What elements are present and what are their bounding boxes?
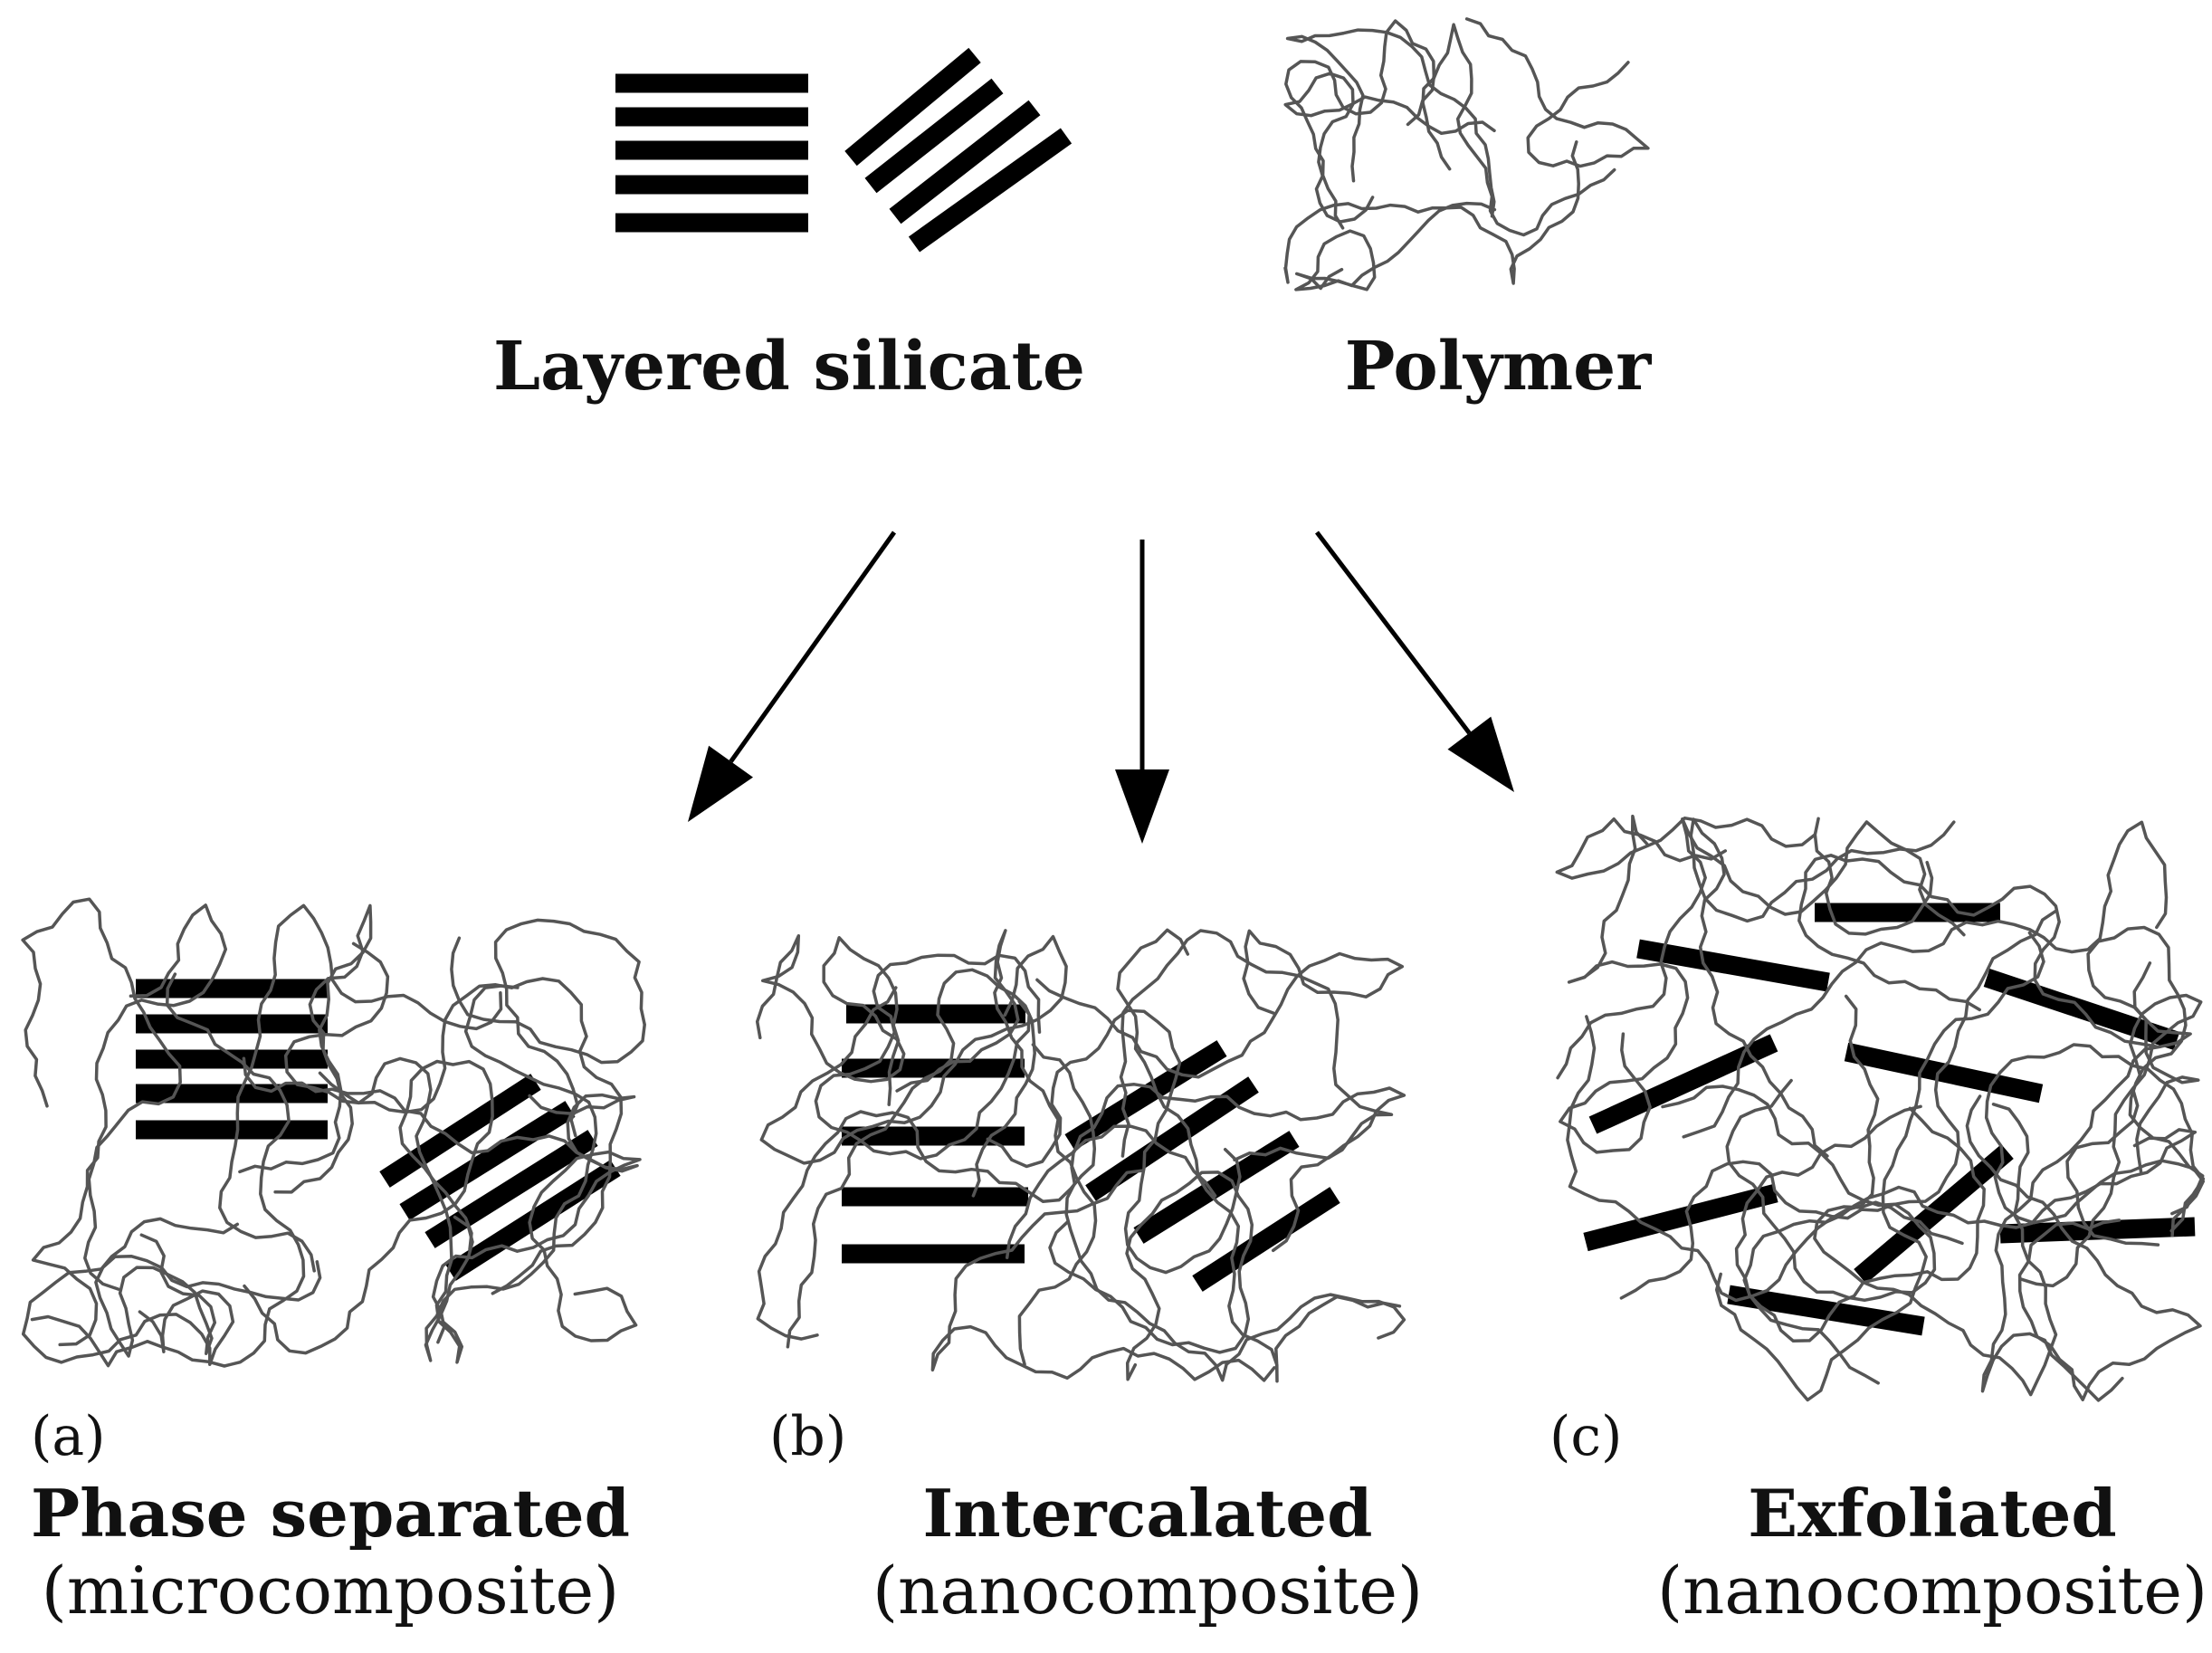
polymer-chain [1556,817,1966,1080]
polymer-chain [1294,201,1497,291]
structure-b-letter: (b) [769,1405,847,1468]
silicate-layer [1085,1076,1259,1201]
silicate-layer [1854,1143,2014,1285]
polymer-chain [1965,1094,2202,1401]
polymer-chain [755,934,906,1106]
polymer-chain [1285,28,1496,218]
polymer-chain [1714,931,2045,1402]
silicate-layers [136,47,2196,1336]
silicate-layer [1999,1217,2196,1244]
polymer-chain [450,918,646,1138]
polymer-chain [283,941,464,1364]
polymer-chain [1566,994,1880,1303]
polymer-chain [21,1217,240,1367]
silicate-layer [1192,1187,1340,1292]
caption-title: Intercalated [922,1475,1373,1552]
polymer-chain [1283,72,1496,224]
polymer-chain [31,903,228,1347]
silicate-layer [844,47,981,167]
silicate-layer [1583,1183,1778,1252]
process-arrows [688,530,1514,844]
polymer-chain [895,929,1098,1366]
polymer-chain [786,968,1036,1349]
polymer-chain [1559,814,1690,1154]
polymer-label: Polymer [1344,328,1652,406]
structure-c-letter: (c) [1549,1405,1623,1468]
polymer-chain [1555,816,1934,936]
polymer-chain [756,1043,1097,1341]
polymer-chain [21,897,182,1291]
exfoliated-caption: Exfoliated (nanocomposite) [1656,1475,2208,1629]
polymer-chain [986,1008,1242,1275]
polymer-chain [759,934,1068,1165]
polymer-chain [1064,1124,1406,1382]
silicate-layer [1636,939,1830,992]
phase-separated-caption: Phase separated (microcomposite) [31,1475,630,1629]
polymer-chain [1742,1128,2198,1385]
polymer-chain [1464,17,1650,168]
structure-a-letter: (a) [31,1405,106,1468]
polymer-chain [218,903,503,1273]
polymer-chain [1734,1104,1986,1343]
polymer-chain [1116,928,1402,1383]
layered-silicate-label: Layered silicate [493,328,1085,406]
arrow-to-intercalated [1115,540,1169,844]
polymer-chain [424,984,598,1362]
polymer-chain [1980,961,2192,1402]
caption-title: Exfoliated [1748,1475,2117,1552]
polymer-chain [1005,1083,1406,1259]
caption-subtitle: (nanocomposite) [1656,1552,2208,1629]
silicate-layer [399,1101,576,1220]
polymer-chain [1283,140,1580,285]
polymer-chain [243,1059,494,1355]
silicate-layer [908,128,1073,253]
polymer-chain [30,972,306,1368]
silicate-layer [379,1074,541,1188]
polymer-chain [238,903,373,1194]
polymer-chain [1619,909,2058,1300]
polymer-chain [1984,1043,2206,1237]
arrow-to-phase-separated [688,530,897,822]
silicate-layer [424,1130,598,1248]
polymer-chain [814,953,1042,1161]
polymer-chain [1048,1170,1254,1381]
arrow-to-exfoliated [1315,530,1514,792]
silicate-layer [1727,1285,1925,1336]
polymer-chain [1421,23,1616,237]
polymer-chain [930,1169,1276,1382]
silicate-layer [864,78,1004,194]
polymer-chain [1035,929,1405,1079]
caption-subtitle: (microcomposite) [41,1552,620,1629]
caption-subtitle: (nanocomposite) [872,1552,1424,1629]
polymer-chain [1682,820,2169,1139]
polymer-chain [94,1233,322,1358]
polymer-chain [2019,993,2203,1288]
polymer-chain [1661,1078,1937,1303]
silicate-layer [1844,1042,2044,1104]
polymer-chains [21,17,2206,1402]
intercalated-caption: Intercalated (nanocomposite) [872,1475,1424,1629]
caption-title: Phase separated [31,1475,630,1552]
polymer-chain [1119,929,1394,1162]
silicate-layer [889,100,1041,225]
